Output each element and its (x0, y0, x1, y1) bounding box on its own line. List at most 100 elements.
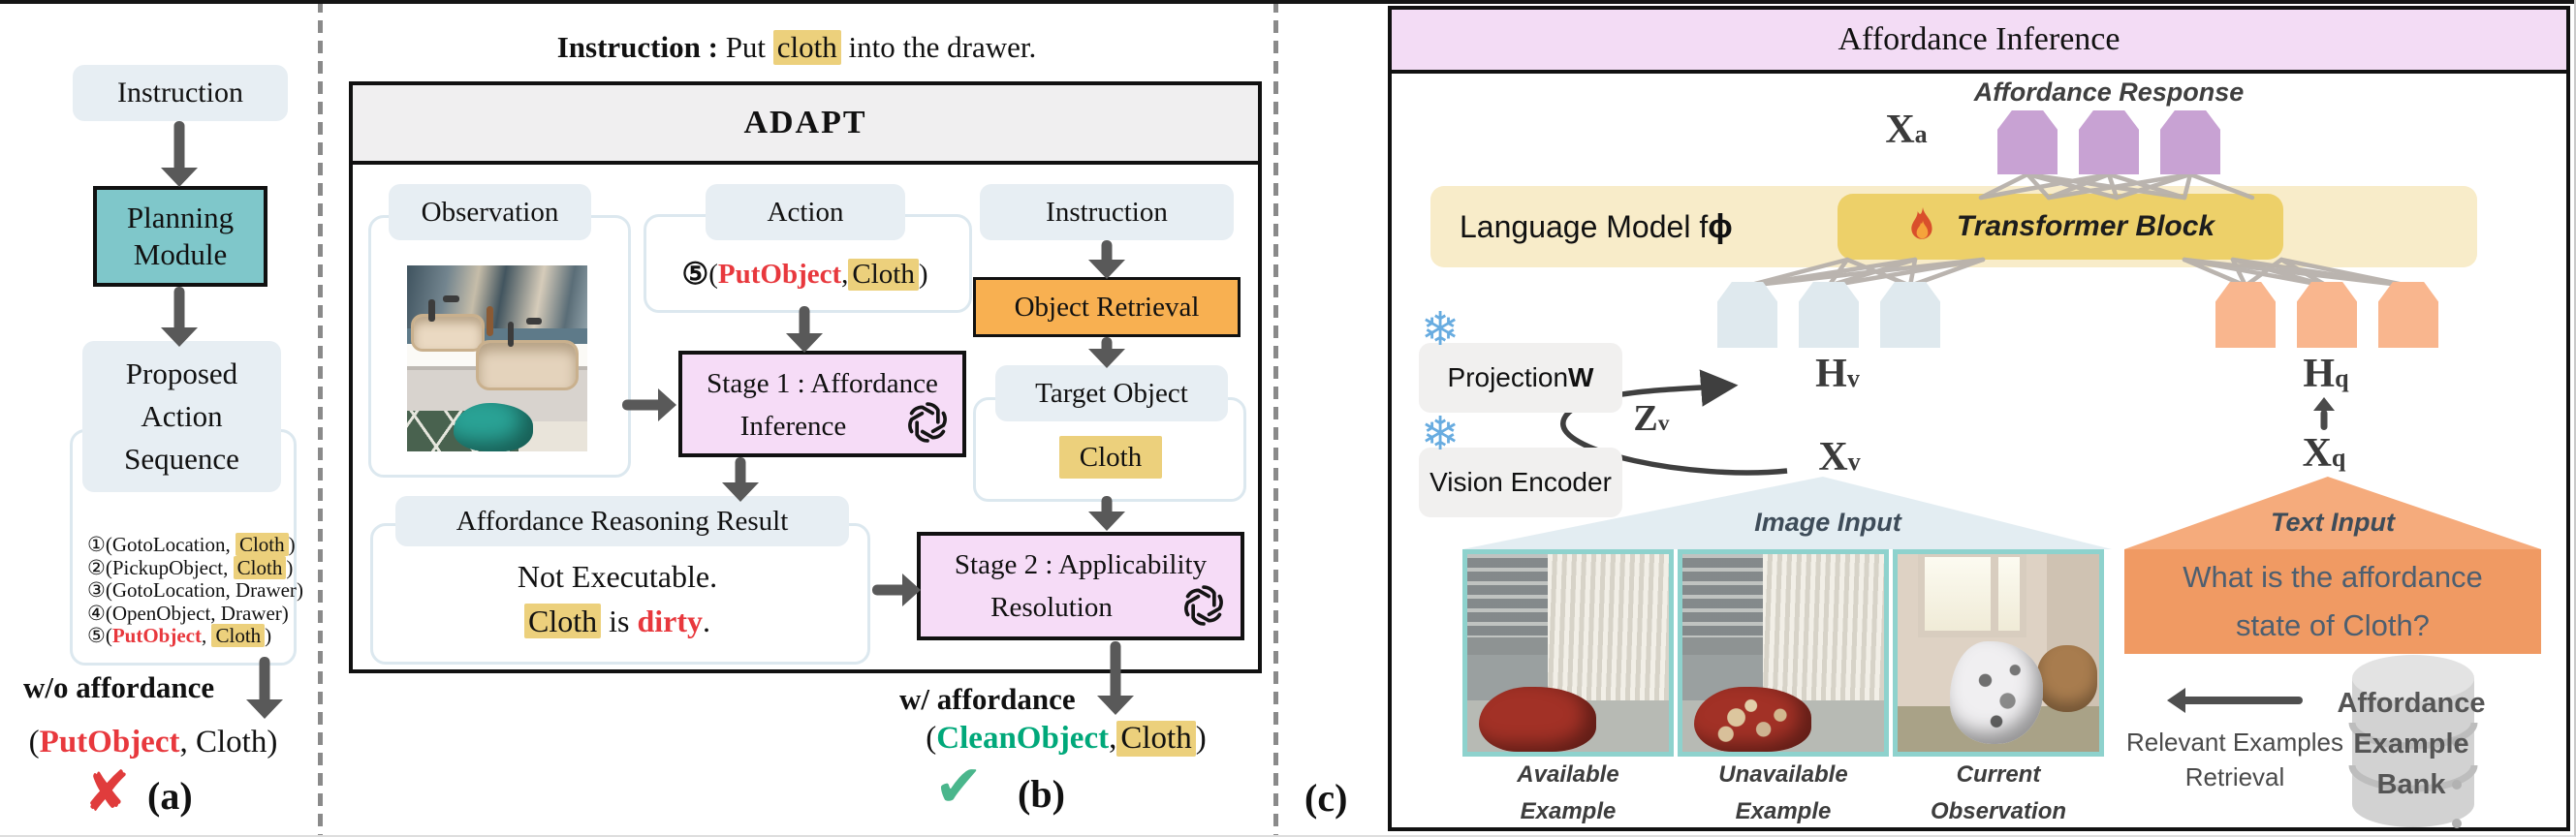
panel-divider-b-c (1273, 0, 1278, 835)
faucet-icon (508, 321, 515, 348)
arrow-left-icon (2167, 688, 2303, 713)
white-cloth (1950, 640, 2043, 744)
result-with-affordance: (CleanObject, Cloth) (926, 720, 1207, 757)
sink-left (410, 313, 486, 352)
arrow-right-icon (872, 574, 921, 606)
hv-token (1717, 282, 1777, 348)
arrow-down-icon (1085, 496, 1128, 531)
hv-token (1880, 282, 1940, 348)
bank-label-line3: Bank (2376, 769, 2446, 800)
reasoning-result-header: Affordance Reasoning Result (395, 496, 849, 546)
target-object-value: Cloth (1059, 436, 1162, 479)
arrow-down-icon (1085, 337, 1128, 368)
sink-right (475, 339, 580, 390)
text-input-label: Text Input (2271, 507, 2395, 537)
hq-token (2378, 282, 2438, 348)
reasoning-line2: Cloth is dirty. (370, 599, 864, 643)
arrow-right-icon (622, 388, 676, 422)
arrow-down-icon (158, 287, 201, 347)
affordance-inference-panel: Affordance Inference Affordance Response… (1388, 6, 2570, 831)
affordance-token (2079, 110, 2139, 174)
bank-label-line2: Example (2353, 728, 2469, 760)
ledge-region (1682, 636, 1772, 656)
panel-a-label: (a) (147, 774, 193, 818)
question-line2: state of Cloth? (2236, 608, 2430, 642)
stage1-box: Stage 1 : Affordance Inference (678, 351, 966, 457)
check-icon: ✔ (934, 753, 984, 821)
w-affordance-label: w/ affordance (899, 682, 1076, 716)
arrow-up-icon (2312, 397, 2336, 430)
curtain-region (1548, 554, 1669, 705)
object-retrieval-box: Object Retrieval (973, 277, 1241, 337)
snowflake-icon: ❄ (1421, 407, 1461, 461)
affordance-token (2160, 110, 2220, 174)
transformer-block: Transformer Block (1838, 194, 2283, 260)
current-observation-image (1893, 549, 2104, 757)
target-object-header: Target Object (995, 365, 1228, 421)
instruction-box-b: Instruction (980, 184, 1234, 240)
caption-current: Current Observation (1930, 761, 2067, 824)
snowflake-icon: ❄ (1421, 302, 1461, 356)
bank-label-line1: Affordance (2337, 688, 2486, 719)
basket (2036, 644, 2097, 713)
list-item: ①(GotoLocation, Cloth) (87, 533, 296, 556)
stage2-line2: Resolution (990, 592, 1113, 623)
action-step: ⑤(PutObject, Cloth) (681, 257, 928, 291)
openai-icon (1184, 585, 1223, 626)
openai-icon (908, 402, 947, 443)
proposed-line2: Action (141, 399, 223, 433)
database-icon (2348, 655, 2478, 828)
question-box: What is the affordance state of Cloth? (2124, 549, 2541, 654)
faucet-icon (428, 298, 435, 322)
arrow-down-icon (243, 657, 286, 719)
arrow-down-icon (719, 457, 762, 502)
cross-icon: ✘ (83, 759, 131, 824)
observation-header: Observation (389, 184, 591, 240)
vision-encoder-box: Vision Encoder (1419, 448, 1622, 517)
list-item: ③(GotoLocation, Drawer) (87, 578, 303, 602)
arrow-down-icon (1085, 240, 1128, 279)
arrow-down-icon (1093, 641, 1138, 715)
window-mullion (1990, 554, 1998, 634)
curtain-region (1763, 554, 1884, 705)
hq-token (2215, 282, 2276, 348)
caption-available: Available Example (1517, 761, 1619, 824)
list-item: ②(PickupObject, Cloth) (87, 555, 294, 579)
panel-divider-a-b (318, 0, 323, 835)
faucet-icon (525, 317, 543, 326)
instruction-box-a: Instruction (73, 65, 288, 121)
top-border-line (0, 0, 2574, 4)
arrow-down-icon (783, 306, 826, 353)
red-cloth (1479, 686, 1597, 752)
adapt-title: ADAPT (743, 105, 867, 140)
list-item: ⑤(PutObject, Cloth) (87, 624, 272, 647)
wood-stick (486, 306, 493, 336)
ledge-region (1467, 636, 1556, 656)
panel-b-label: (b) (1018, 772, 1065, 816)
faucet-icon (443, 294, 459, 303)
stage2-box: Stage 2 : Applicability Resolution (917, 532, 1244, 640)
panel-b-title: Instruction : Put cloth into the drawer. (556, 30, 1037, 65)
hv-token (1799, 282, 1859, 348)
affordance-token (1997, 110, 2058, 174)
proposed-line3: Sequence (124, 442, 239, 476)
action-header: Action (706, 184, 905, 240)
adapt-header: ADAPT (353, 85, 1258, 165)
instruction-label-a: Instruction (117, 77, 243, 108)
affordance-response-label: Affordance Response (1973, 77, 2245, 107)
stage1-line2: Inference (739, 411, 847, 442)
wo-affordance-label: w/o affordance (23, 670, 215, 704)
arrow-down-icon (158, 121, 201, 187)
panel-c-header: Affordance Inference (1392, 10, 2566, 74)
caption-unavailable: Unavailable Example (1718, 761, 1848, 824)
reasoning-result-content: Not Executable. Cloth is dirty. (370, 554, 864, 643)
teal-cloth (454, 403, 534, 451)
planning-module-line2: Module (133, 237, 228, 271)
proposed-action-sequence-box: Proposed Action Sequence (82, 341, 281, 492)
